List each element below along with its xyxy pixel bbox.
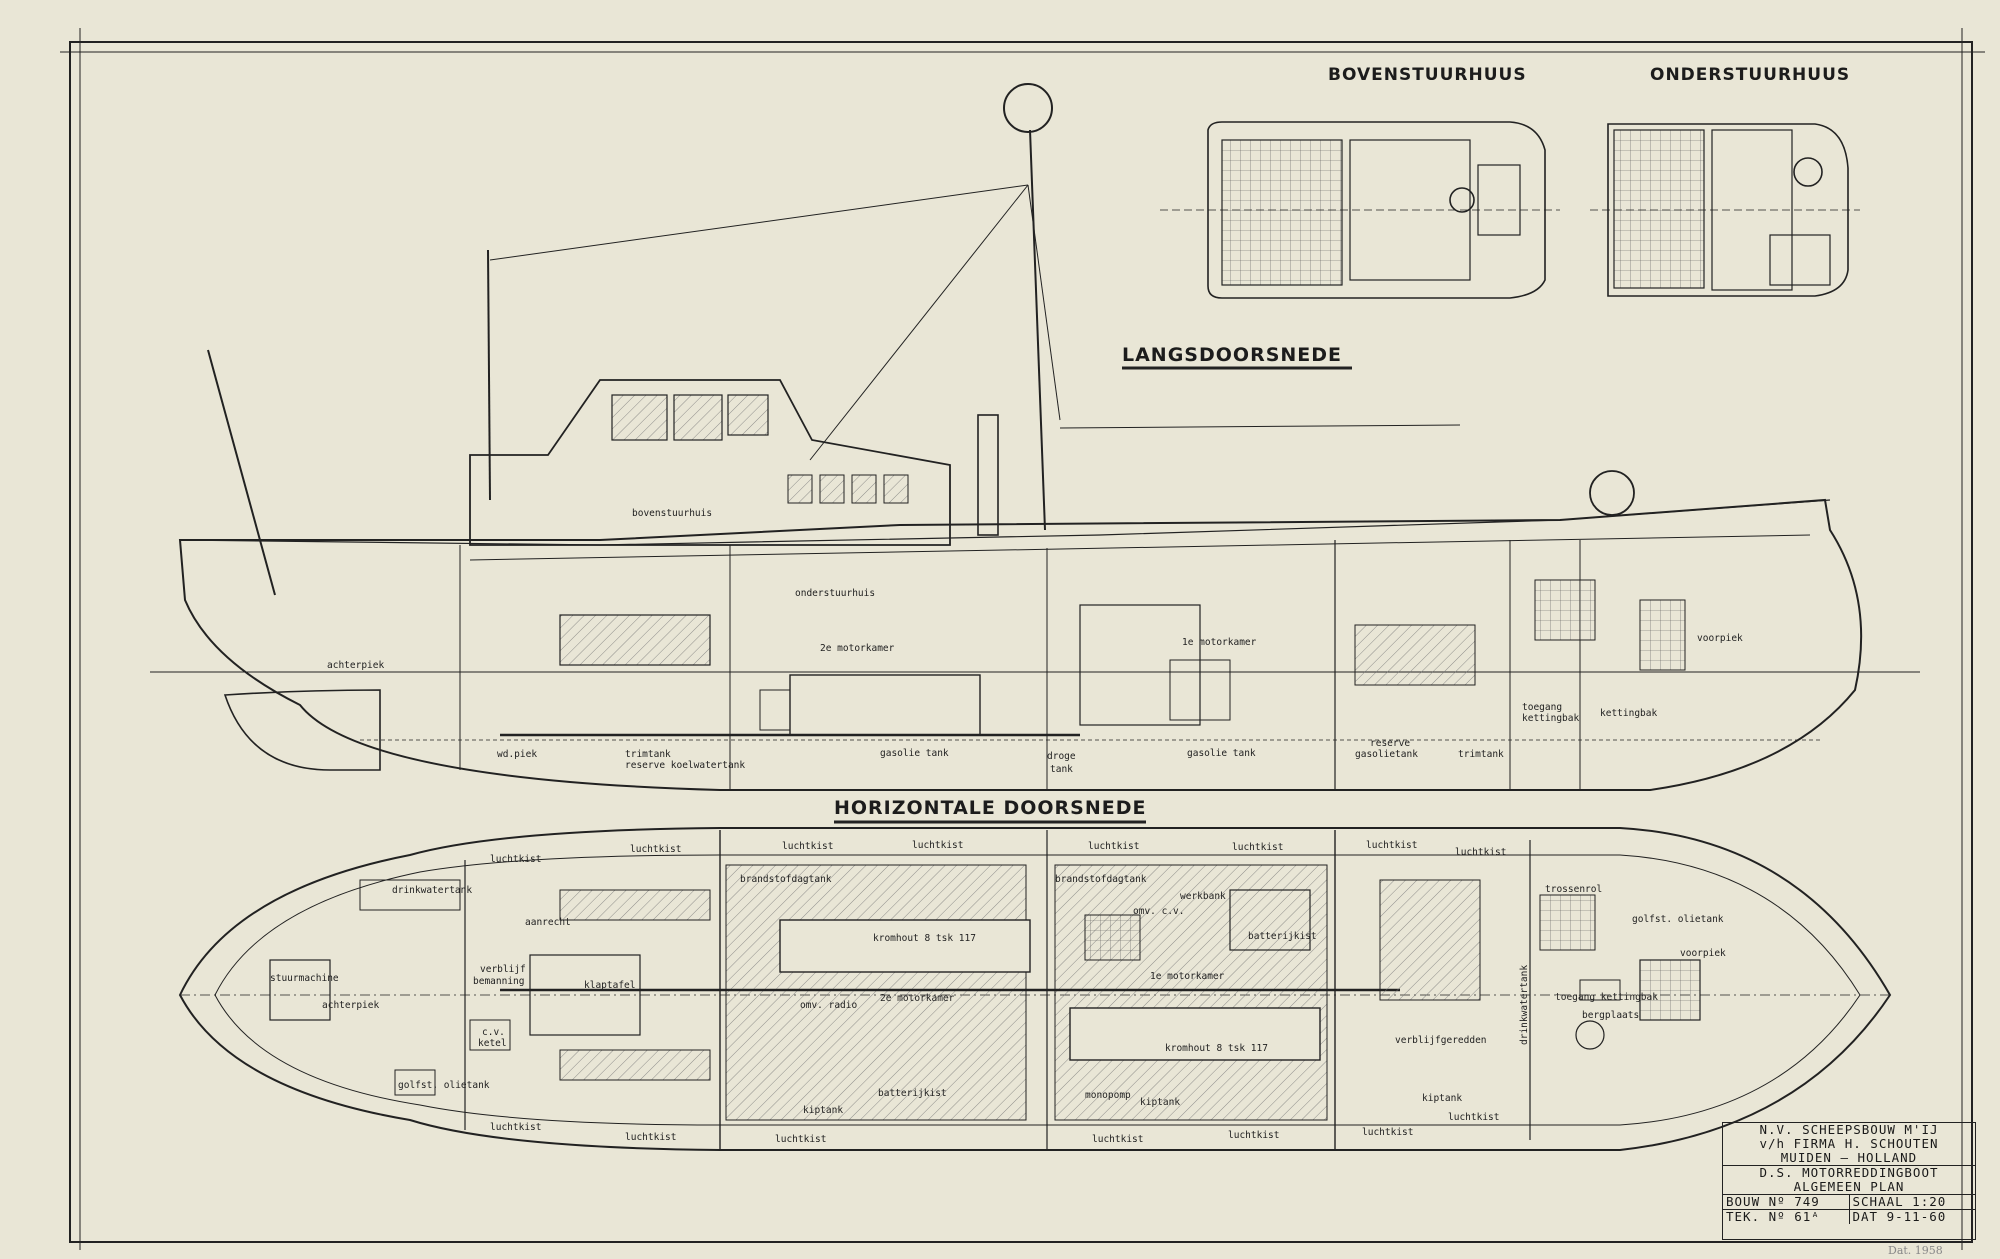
label-1st-motorkamer: 1e motorkamer bbox=[1182, 637, 1257, 648]
label-stuurmachine: stuurmachine bbox=[270, 973, 339, 984]
label-luchtkist: luchtkist bbox=[625, 1132, 676, 1143]
label-achterpiek: achterpiek bbox=[327, 660, 384, 671]
label-voorpiek: voorpiek bbox=[1680, 948, 1726, 959]
label-bergplaats: bergplaats bbox=[1582, 1010, 1639, 1021]
label-omv-radio: omv. radio bbox=[800, 1000, 857, 1011]
label-trossenrol: trossenrol bbox=[1545, 884, 1602, 895]
heading-onderstuurhuus: ONDERSTUURHUUS bbox=[1650, 65, 1851, 85]
label-drinkwatertank-fwd: drinkwatertank bbox=[1519, 965, 1530, 1045]
label-reserve: reserve bbox=[1370, 738, 1410, 749]
label-luchtkist: luchtkist bbox=[1448, 1112, 1499, 1123]
label-brandstofdagtank-1: brandstofdagtank bbox=[740, 874, 832, 885]
label-voorpiek: voorpiek bbox=[1697, 633, 1743, 644]
label-luchtkist: luchtkist bbox=[490, 854, 541, 865]
label-kettingbak-access: kettingbak bbox=[1522, 713, 1579, 724]
title-drawing-number: TEK. Nº 61ᴬ bbox=[1726, 1210, 1820, 1224]
label-omv-cv: omv. c.v. bbox=[1133, 906, 1184, 917]
label-batterijkist-1: batterijkist bbox=[1248, 931, 1317, 942]
label-batterijkist-2: batterijkist bbox=[878, 1088, 947, 1099]
label-luchtkist: luchtkist bbox=[782, 841, 833, 852]
label-luchtkist: luchtkist bbox=[775, 1134, 826, 1145]
label-bovenstuurhuis: bovenstuurhuis bbox=[632, 508, 712, 519]
label-gasolie-tank-2: gasolie tank bbox=[1187, 748, 1256, 759]
label-klaptafel: klaptafel bbox=[584, 980, 635, 991]
label-2nd-motorkamer: 2e motorkamer bbox=[880, 993, 955, 1004]
label-1st-motorkamer: 1e motorkamer bbox=[1150, 971, 1225, 982]
label-luchtkist: luchtkist bbox=[1088, 841, 1139, 852]
longitudinal-section bbox=[150, 83, 1920, 791]
title-location: MUIDEN — HOLLAND bbox=[1780, 1151, 1918, 1165]
label-aanrecht: aanrecht bbox=[525, 917, 571, 928]
plan-labels: luchtkist luchtkist luchtkist luchtkist … bbox=[270, 840, 1726, 1145]
title-plan-name: ALGEMEEN PLAN bbox=[1793, 1180, 1905, 1194]
label-golfst-olietank-fwd: golfst. olietank bbox=[1632, 914, 1724, 925]
label-toegang: toegang bbox=[1522, 702, 1562, 713]
heading-horizontale-doorsnede: HORIZONTALE DOORSNEDE bbox=[834, 797, 1147, 819]
label-kromhout-2: kromhout 8 tsk 117 bbox=[1165, 1043, 1268, 1054]
label-droge: droge bbox=[1047, 751, 1076, 762]
horizontal-section bbox=[178, 827, 1892, 1151]
title-vessel-type: D.S. MOTORREDDINGBOOT bbox=[1723, 1165, 1975, 1180]
upper-wheelhouse-plan bbox=[1160, 121, 1560, 299]
title-shipyard: N.V. SCHEEPSBOUW M'IJ bbox=[1759, 1123, 1939, 1137]
label-golfst-olietank: golfst. olietank bbox=[398, 1080, 490, 1091]
title-scale: SCHAAL 1:20 bbox=[1848, 1195, 1976, 1209]
label-bemanning: bemanning bbox=[473, 976, 524, 987]
label-onderstuurhuis: onderstuurhuis bbox=[795, 588, 875, 599]
label-luchtkist: luchtkist bbox=[1455, 847, 1506, 858]
title-block: N.V. SCHEEPSBOUW M'IJ v/h FIRMA H. SCHOU… bbox=[1722, 1122, 1976, 1240]
label-luchtkist: luchtkist bbox=[912, 840, 963, 851]
label-luchtkist: luchtkist bbox=[1362, 1127, 1413, 1138]
border-frame bbox=[69, 41, 1973, 1243]
label-kiptank-1: kiptank bbox=[803, 1105, 843, 1116]
label-wd-piek: wd.piek bbox=[497, 749, 537, 760]
label-gasolietank: gasolietank bbox=[1355, 749, 1418, 760]
label-werkbank: werkbank bbox=[1180, 891, 1226, 902]
label-luchtkist: luchtkist bbox=[1228, 1130, 1279, 1141]
label-verblijf: verblijf bbox=[480, 964, 526, 975]
label-kiptank-3: kiptank bbox=[1422, 1093, 1462, 1104]
label-brandstofdagtank-2: brandstofdagtank bbox=[1055, 874, 1147, 885]
label-kiptank-2: kiptank bbox=[1140, 1097, 1180, 1108]
heading-langsdoorsnede: LANGSDOORSNEDE bbox=[1122, 344, 1343, 366]
label-tank: tank bbox=[1050, 764, 1073, 775]
label-kromhout-1: kromhout 8 tsk 117 bbox=[873, 933, 976, 944]
label-luchtkist: luchtkist bbox=[1232, 842, 1283, 853]
label-luchtkist: luchtkist bbox=[490, 1122, 541, 1133]
label-ketel: ketel bbox=[478, 1038, 507, 1049]
label-drinkwatertank: drinkwatertank bbox=[392, 885, 472, 896]
label-cv: c.v. bbox=[482, 1027, 505, 1038]
lower-wheelhouse-plan bbox=[1590, 123, 1860, 297]
label-verblijfgeredden: verblijfgeredden bbox=[1395, 1035, 1487, 1046]
title-date: DAT 9-11-60 bbox=[1848, 1210, 1976, 1224]
label-2nd-motorkamer: 2e motorkamer bbox=[820, 643, 895, 654]
label-toegang-kettingbak: toegang kettingbak bbox=[1555, 992, 1658, 1003]
profile-labels: bovenstuurhuis onderstuurhuis achterpiek… bbox=[327, 508, 1743, 775]
label-reserve-koelwatertank: reserve koelwatertank bbox=[625, 760, 745, 771]
label-luchtkist: luchtkist bbox=[1092, 1134, 1143, 1145]
pencil-note: Dat. 1958 bbox=[1888, 1244, 1943, 1257]
heading-bovenstuurhuus: BOVENSTUURHUUS bbox=[1328, 65, 1527, 85]
label-achterpiek: achterpiek bbox=[322, 1000, 379, 1011]
label-luchtkist: luchtkist bbox=[1366, 840, 1417, 851]
label-gasolie-tank-1: gasolie tank bbox=[880, 748, 949, 759]
label-trimtank-aft: trimtank bbox=[625, 749, 671, 760]
title-bouw-number: BOUW Nº 749 bbox=[1726, 1195, 1820, 1209]
label-trimtank-fwd: trimtank bbox=[1458, 749, 1504, 760]
title-firm: v/h FIRMA H. SCHOUTEN bbox=[1759, 1137, 1939, 1151]
label-kettingbak: kettingbak bbox=[1600, 708, 1657, 719]
label-monopomp: monopomp bbox=[1085, 1090, 1131, 1101]
label-luchtkist: luchtkist bbox=[630, 844, 681, 855]
